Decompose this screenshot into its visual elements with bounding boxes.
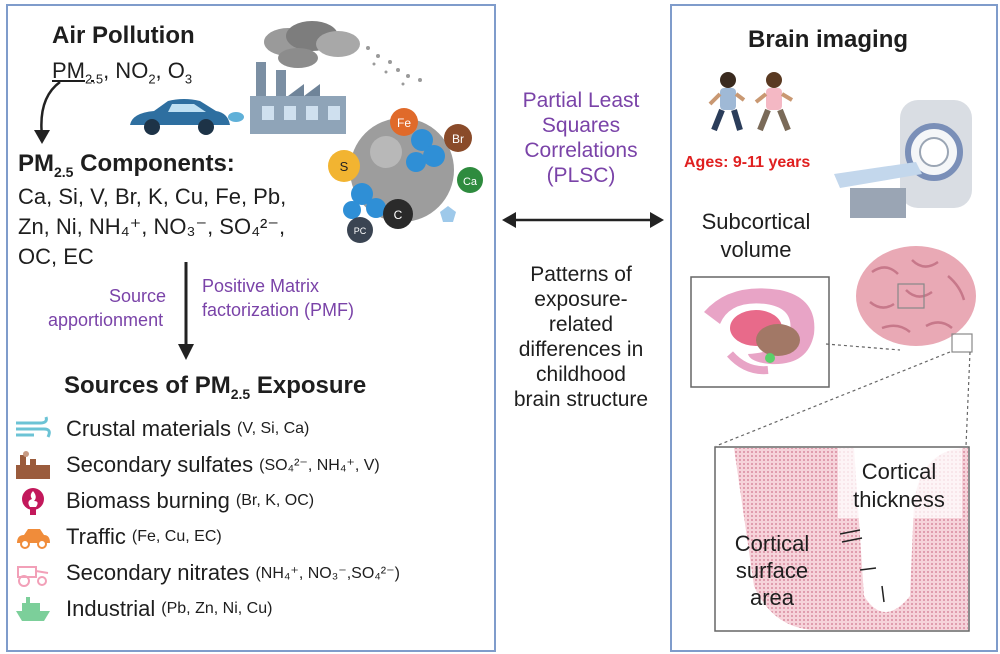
pollutant-list: PM2.5, NO2, O3 bbox=[52, 58, 193, 87]
components-line-3: OC, EC bbox=[18, 244, 94, 269]
factory-icon bbox=[16, 451, 50, 479]
cortical-surface-label: Cortical surface area bbox=[734, 531, 810, 610]
cortical-inset-icon bbox=[714, 446, 970, 632]
down-arrow-icon bbox=[178, 262, 194, 360]
tractor-icon bbox=[17, 566, 49, 587]
subcortical-structure-icon bbox=[690, 276, 830, 388]
source-item-crustal: Crustal materials (V, Si, Ca) bbox=[14, 414, 309, 444]
source-name: Biomass burning bbox=[66, 488, 230, 513]
components-line-1: Ca, Si, V, Br, K, Cu, Fe, Pb, bbox=[18, 184, 287, 209]
source-item-biomass: Biomass burning (Br, K, OC) bbox=[14, 486, 314, 516]
source-item-nitrates: Secondary nitrates (NH₄⁺, NO₃⁻,SO₄²⁻) bbox=[14, 558, 400, 588]
factory-smoke-icon bbox=[250, 21, 422, 134]
particle-label-ca: Ca bbox=[463, 176, 478, 188]
source-apportionment-label: Source bbox=[108, 286, 166, 306]
subcortical-volume-label: Subcortical volume bbox=[701, 209, 811, 262]
components-title: PM2.5 Components: bbox=[18, 150, 235, 180]
components-line-2: Zn, Ni, NH₄⁺, NO₃⁻, SO₄²⁻, bbox=[18, 214, 286, 239]
source-elements: (NH₄⁺, NO₃⁻,SO₄²⁻) bbox=[255, 565, 400, 582]
source-name: Crustal materials bbox=[66, 416, 232, 441]
source-name: Industrial bbox=[66, 596, 156, 621]
running-children-icon bbox=[708, 72, 794, 132]
car-illustration-icon bbox=[130, 99, 244, 135]
particle-label-pc: PC bbox=[354, 226, 367, 236]
source-name: Traffic bbox=[66, 524, 126, 549]
pmf-method-line-2: factorization (PMF) bbox=[202, 300, 355, 320]
wind-icon bbox=[16, 416, 51, 438]
ship-icon bbox=[16, 597, 50, 621]
particle-label-fe: Fe bbox=[397, 116, 411, 130]
source-elements: (Fe, Cu, EC) bbox=[131, 528, 222, 545]
mri-scanner-icon bbox=[834, 100, 972, 218]
source-elements: (Br, K, OC) bbox=[235, 492, 315, 509]
zoom-guide-lines bbox=[715, 343, 971, 447]
plsc-method: Partial Least Squares Correlations (PLSC… bbox=[522, 89, 640, 187]
source-name: Secondary nitrates bbox=[66, 560, 250, 585]
source-elements: (V, Si, Ca) bbox=[237, 420, 310, 437]
brain-icon bbox=[856, 246, 976, 353]
source-elements: (Pb, Zn, Ni, Cu) bbox=[161, 600, 273, 617]
source-item-traffic: Traffic (Fe, Cu, EC) bbox=[14, 522, 222, 552]
sources-title: Sources of PM2.5 Exposure bbox=[64, 372, 367, 402]
fire-icon bbox=[22, 488, 44, 515]
air-pollution-title: Air Pollution bbox=[52, 22, 195, 49]
double-arrow-icon bbox=[502, 212, 664, 228]
source-elements: (SO₄²⁻, NH₄⁺, V) bbox=[259, 457, 380, 474]
pm-particle-icon: Fe Br Ca S C PC bbox=[328, 108, 483, 243]
pmf-method-line-1: Positive Matrix bbox=[202, 276, 320, 296]
source-item-sulfates: Secondary sulfates (SO₄²⁻, NH₄⁺, V) bbox=[14, 450, 380, 480]
pattern-description: Patterns of exposure- related difference… bbox=[513, 263, 649, 411]
ages-label: Ages: 9-11 years bbox=[684, 154, 811, 171]
particle-label-s: S bbox=[340, 159, 349, 174]
curved-arrow-icon bbox=[34, 80, 61, 144]
source-apportionment-label-2: apportionment bbox=[48, 310, 164, 330]
cortical-thickness-label: Cortical thickness bbox=[853, 459, 945, 512]
car-icon bbox=[17, 529, 50, 549]
particle-label-c: C bbox=[394, 208, 403, 222]
particle-label-br: Br bbox=[452, 132, 464, 146]
source-name: Secondary sulfates bbox=[66, 452, 254, 477]
source-item-industrial: Industrial (Pb, Zn, Ni, Cu) bbox=[14, 594, 272, 624]
brain-imaging-title: Brain imaging bbox=[748, 26, 909, 53]
